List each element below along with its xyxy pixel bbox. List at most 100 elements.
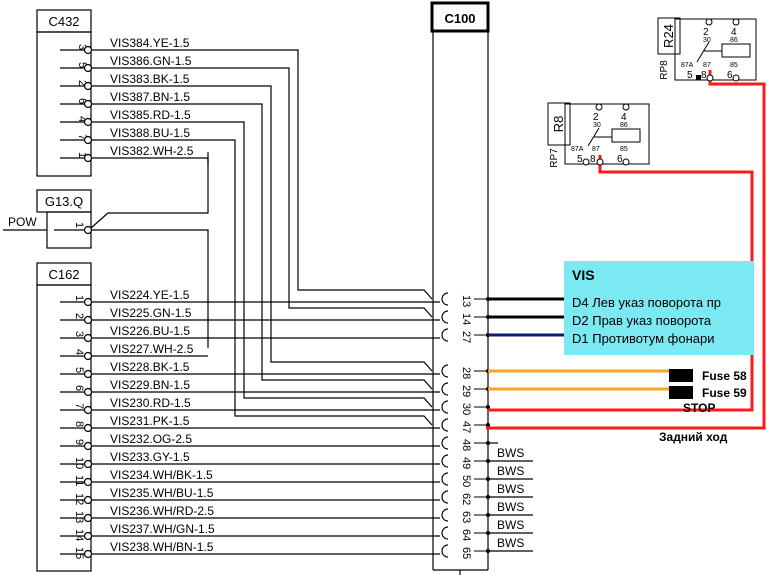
c100-pin-28[interactable]: 28	[441, 364, 669, 379]
c162-pin-terminal[interactable]	[83, 351, 93, 361]
relay-r24-terminal-6[interactable]	[732, 74, 740, 82]
c100-pin-47[interactable]: 47	[441, 418, 490, 433]
relay-r24-terminal-4[interactable]	[732, 18, 740, 26]
c100-pin-29[interactable]: 29	[441, 382, 669, 397]
relay-r24-coil	[721, 43, 751, 58]
relay-r8-terminal-5[interactable]	[582, 158, 590, 166]
c162-pin-number: 6	[73, 385, 85, 391]
c432-route-wire	[91, 85, 433, 372]
c100-pin-27[interactable]: 27	[441, 328, 564, 343]
c162-pin-terminal[interactable]	[83, 531, 93, 541]
stop-wire-to-r8	[488, 155, 754, 412]
c162-pin-terminal[interactable]	[83, 423, 93, 433]
relay-r24-body	[674, 18, 757, 81]
c100-pin-13[interactable]: 13	[441, 292, 564, 307]
relay-r24-t8-code: 87	[703, 62, 711, 69]
connector-c162[interactable]: C162	[36, 262, 92, 572]
connector-c162-name: C162	[48, 267, 79, 282]
c162-pin-terminal[interactable]	[83, 405, 93, 415]
connector-c100[interactable]: C100	[430, 1, 490, 575]
g13q-pin-terminal[interactable]	[83, 225, 93, 235]
c100-socket-icon	[441, 436, 449, 450]
c432-pin-terminal[interactable]	[83, 117, 93, 127]
c432-pin-terminal[interactable]	[83, 153, 93, 163]
c100-pin-14[interactable]: 14	[441, 310, 564, 325]
g13q-pin-number: 1	[73, 222, 85, 228]
c100-pin-30[interactable]: 30	[441, 400, 490, 415]
c162-pin-number: 5	[73, 367, 85, 373]
relay-r24-terminal-5[interactable]	[696, 75, 701, 80]
c432-pin-terminal[interactable]	[83, 99, 93, 109]
c162-pin-terminal[interactable]	[83, 549, 93, 559]
relay-r24-terminal-2[interactable]	[705, 18, 713, 26]
c162-pin-terminal[interactable]	[83, 441, 93, 451]
relay-r8-terminal-8[interactable]	[596, 158, 604, 166]
c432-pin-terminal[interactable]	[83, 45, 93, 55]
connector-g13q[interactable]: G13.Q POW 1	[3, 152, 209, 348]
c162-pin-terminal[interactable]	[83, 387, 93, 397]
fuse-59-block[interactable]	[669, 386, 693, 399]
relay-r24-t2: 2	[703, 27, 709, 38]
c100-pin-48[interactable]: 48	[441, 436, 498, 451]
relay-r8-t4: 4	[621, 112, 627, 123]
c432-wire-label: VIS386.GN-1.5	[110, 54, 192, 68]
c162-wire-label: VIS237.WH/GN-1.5	[110, 522, 215, 536]
c162-pin-terminal[interactable]	[83, 477, 93, 487]
c162-pin-terminal[interactable]	[83, 513, 93, 523]
fuse-58-label: Fuse 58	[702, 369, 747, 383]
relay-r24[interactable]: R24 RP8 2 30 4 86 87A 87 85 5 8 6	[657, 17, 757, 82]
relay-r8-terminal-6[interactable]	[622, 158, 630, 166]
c432-pin-number: 5	[76, 62, 88, 68]
c432-pin-terminal[interactable]	[83, 135, 93, 145]
c162-pin-terminal[interactable]	[83, 297, 93, 307]
c432-pin-terminal[interactable]	[83, 63, 93, 73]
relay-r8-t6-code: 85	[620, 146, 628, 153]
relay-r24-t5: 5	[687, 70, 693, 81]
relay-r8-terminal-4[interactable]	[622, 103, 630, 111]
c162-pin-terminal[interactable]	[83, 459, 93, 469]
relay-r8-t4-code: 86	[620, 122, 628, 129]
vis-row-d1: D1 Противотум фонари	[572, 331, 715, 346]
c432-pin-terminal[interactable]	[83, 81, 93, 91]
c432-pin-row[interactable]: 5 VIS386.GN-1.5	[60, 54, 433, 318]
c162-pin-number: 8	[73, 421, 85, 427]
c162-pin-terminal[interactable]	[83, 333, 93, 343]
relay-r24-code: RP8	[659, 60, 670, 80]
relay-r8[interactable]: R8 RP7 2 30 4 86 87A 87 85 5 8 6	[547, 102, 650, 168]
c162-pin-terminal[interactable]	[83, 369, 93, 379]
fuse-58-block[interactable]	[669, 369, 693, 382]
c432-wire-label: VIS388.BU-1.5	[110, 126, 190, 140]
c162-pin-terminal[interactable]	[83, 495, 93, 505]
c100-socket-icon	[441, 544, 449, 558]
relay-r24-terminal-8[interactable]	[706, 74, 714, 82]
relay-r8-terminal-2[interactable]	[595, 103, 603, 111]
c162-pin-terminal[interactable]	[83, 315, 93, 325]
